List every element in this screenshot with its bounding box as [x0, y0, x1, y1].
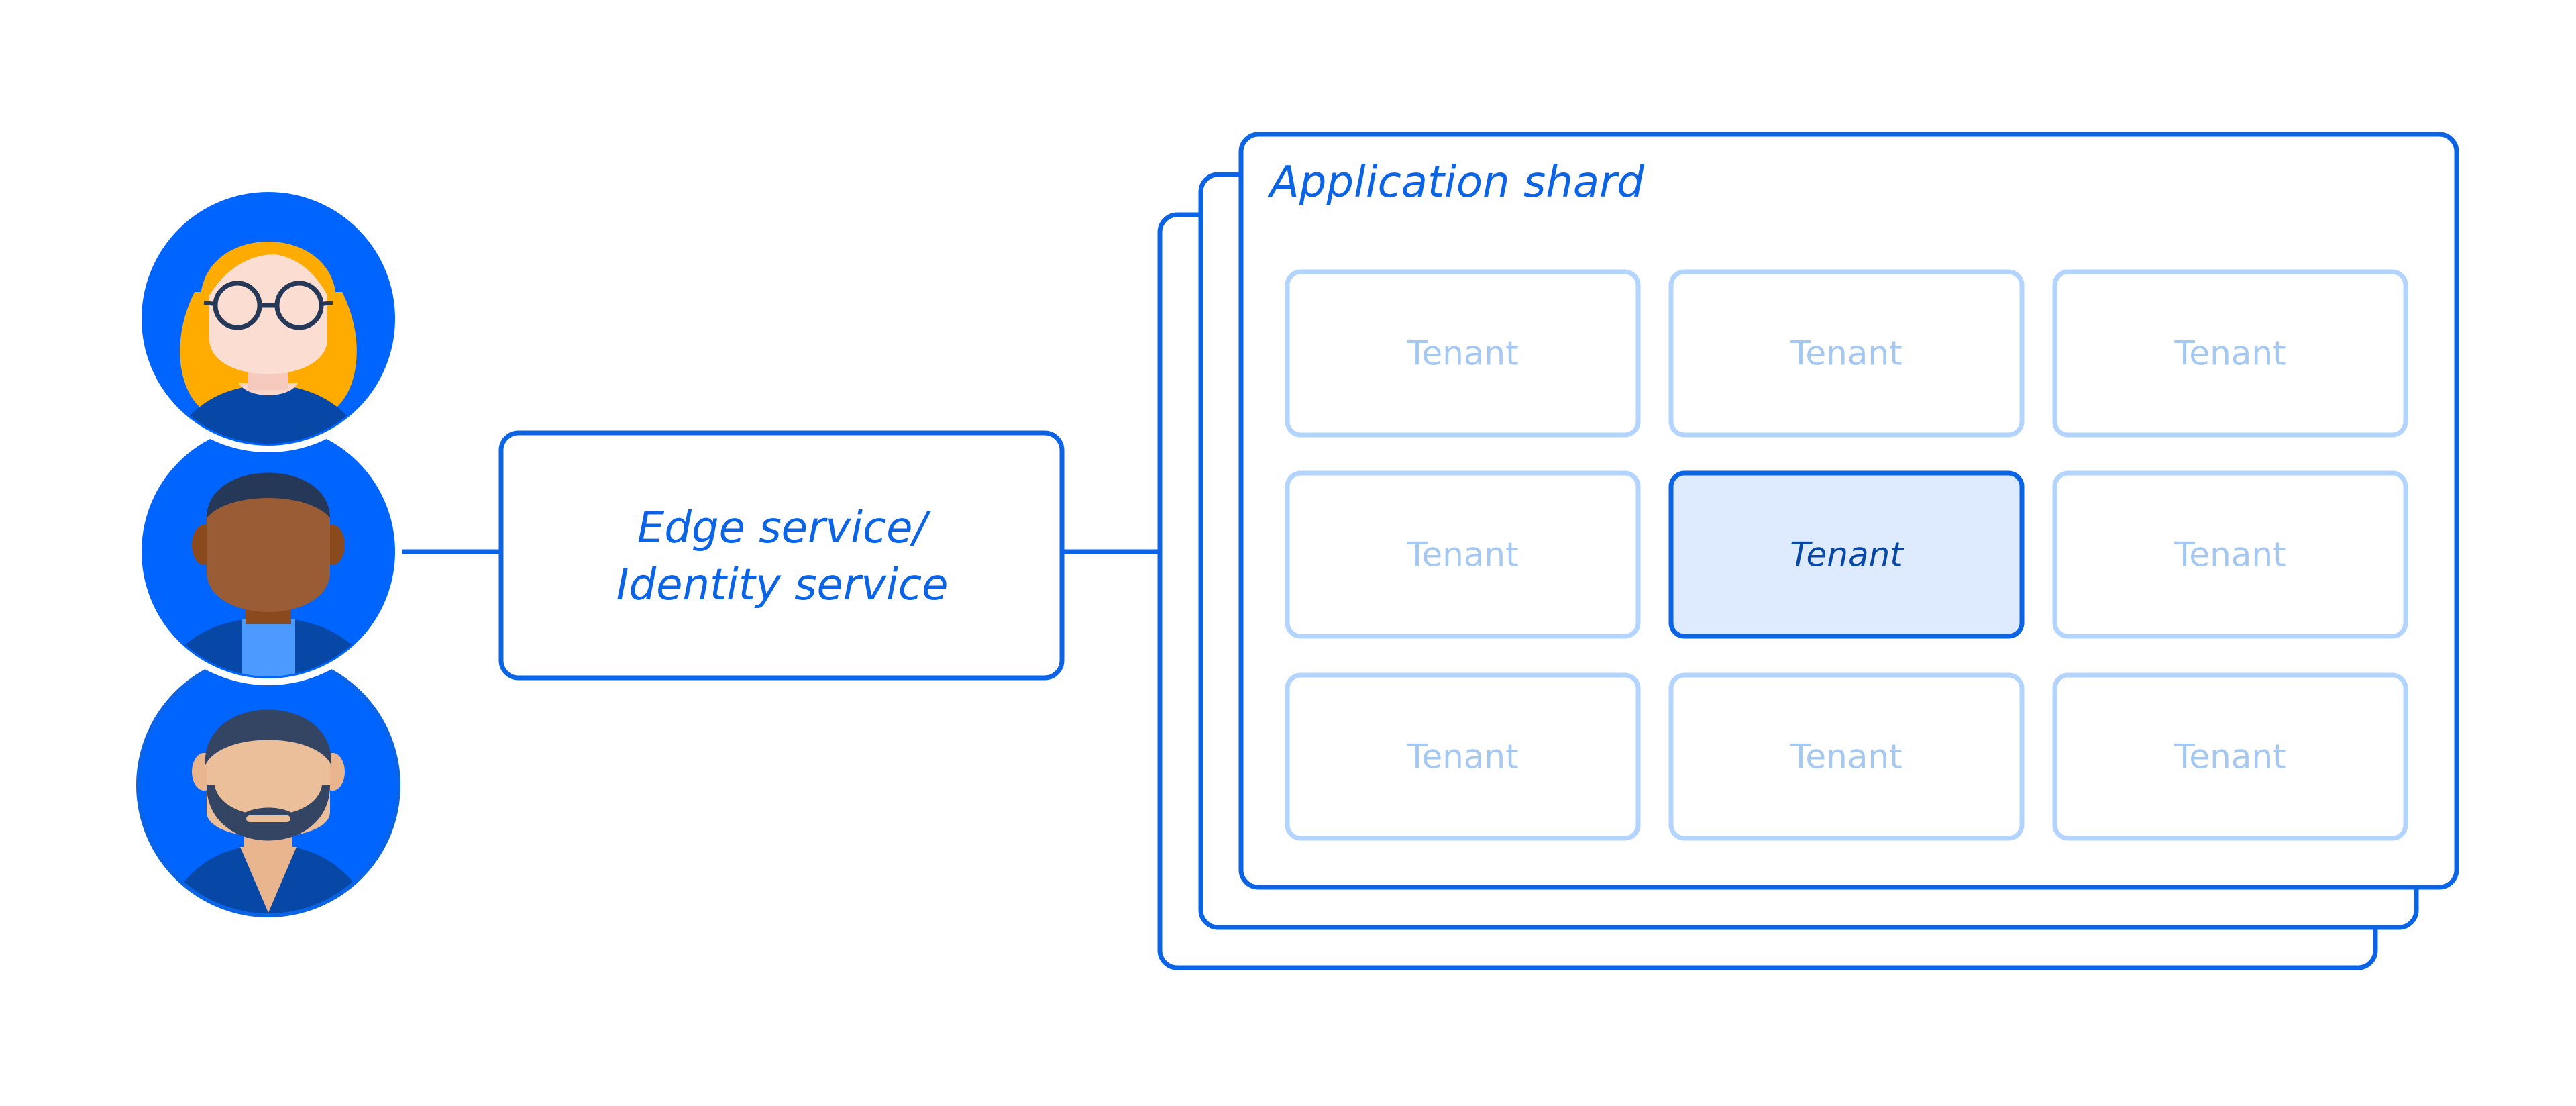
tenant-box: Tenant: [1285, 269, 1641, 438]
user-avatars: [135, 185, 402, 917]
tenant-label: Tenant: [1790, 536, 1904, 574]
tenant-box: Tenant: [2052, 470, 2408, 639]
tenant-label: Tenant: [1406, 738, 1518, 776]
tenant-box-active: Tenant: [1668, 470, 2025, 639]
tenant-box: Tenant: [1668, 269, 2025, 438]
edge-service-label-line2: Identity service: [616, 560, 949, 610]
tenant-label: Tenant: [2174, 536, 2286, 574]
tenant-box: Tenant: [2052, 269, 2408, 438]
woman-with-glasses-avatar-icon: [135, 185, 402, 452]
tenant-box: Tenant: [1285, 470, 1641, 639]
bearded-man-avatar-icon: [136, 653, 400, 917]
tenant-label: Tenant: [1406, 536, 1518, 574]
tenant-label: Tenant: [1790, 334, 1902, 373]
tenant-label: Tenant: [2174, 334, 2286, 373]
edge-service-label-line1: Edge service/: [637, 503, 932, 553]
tenant-box: Tenant: [1668, 672, 2025, 841]
tenant-box: Tenant: [2052, 672, 2408, 841]
edge-service-box: Edge service/ Identity service: [498, 430, 1065, 681]
tenant-label: Tenant: [2174, 738, 2286, 776]
tenant-box: Tenant: [1285, 672, 1641, 841]
tenant-label: Tenant: [1790, 738, 1902, 776]
man-avatar-icon: [135, 418, 402, 685]
tenant-label: Tenant: [1406, 334, 1518, 373]
shard-title: Application shard: [1267, 158, 1644, 207]
